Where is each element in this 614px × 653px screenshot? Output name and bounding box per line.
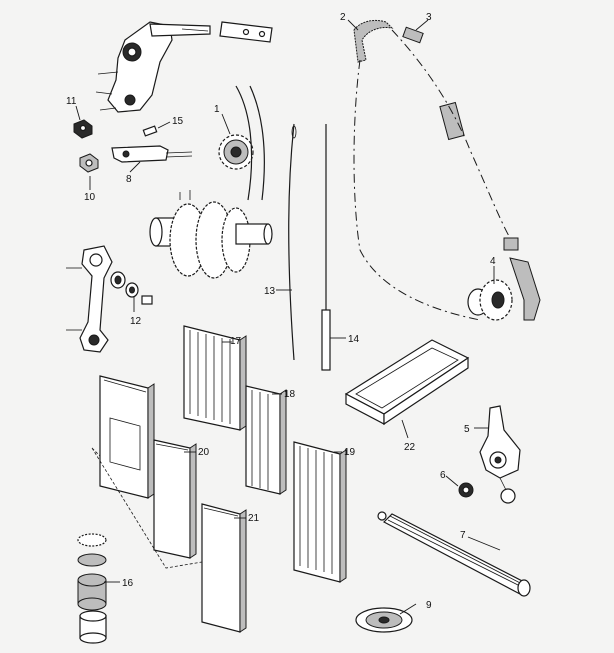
pin-part [142,125,158,137]
frame-plate [99,375,155,499]
nut-part [73,119,93,139]
callout-18: 18 [284,389,296,400]
callout-2: 2 [340,12,346,23]
callout-13: 13 [264,286,276,297]
assembly-outline [91,447,203,569]
roller-chain [353,19,541,321]
callout-5: 5 [464,424,470,435]
callout-11: 11 [66,96,77,107]
lever-arm-assembly [95,21,273,113]
callout-19: 19 [344,447,356,458]
callout-10: 10 [84,192,96,203]
clevis-link-part [111,145,193,163]
comb-plate-19 [293,441,347,583]
connecting-rod-part [66,245,113,353]
callout-9: 9 [426,600,432,611]
drive-belt [235,85,265,201]
splined-shaft-part [377,511,531,597]
filter-stack-part [77,533,107,644]
bushing-part [458,482,474,498]
small-sprocket-part [218,134,254,170]
callout-14: 14 [348,334,360,345]
comb-plate-17 [183,325,247,431]
block-plate-21 [201,503,247,633]
cam-lever-part [479,405,521,504]
chain-sprocket-part [467,279,513,321]
callout-4: 4 [490,256,496,267]
callout-labels: 1 2 3 4 5 6 7 8 9 10 11 12 13 14 15 16 1… [66,12,496,611]
nut-part [79,153,99,173]
callout-15: 15 [172,116,184,127]
callout-1: 1 [214,104,220,115]
block-plate-20 [153,439,197,559]
washer-part [110,271,153,305]
callout-6: 6 [440,470,446,481]
thin-rod-part [288,123,297,361]
callout-17: 17 [230,336,242,347]
flat-pulley-part [355,607,413,633]
callout-7: 7 [460,530,466,541]
callout-8: 8 [126,174,132,185]
callout-20: 20 [198,447,210,458]
guide-tray-part [344,339,470,426]
callout-21: 21 [248,513,260,524]
callout-12: 12 [130,316,142,327]
leader-lines [75,19,501,615]
callout-3: 3 [426,12,432,23]
callout-22: 22 [404,442,416,453]
needle-rod-part [321,124,331,371]
comb-plate-18 [245,385,287,495]
callout-16: 16 [122,578,134,589]
drum-pulley-part [149,190,273,279]
